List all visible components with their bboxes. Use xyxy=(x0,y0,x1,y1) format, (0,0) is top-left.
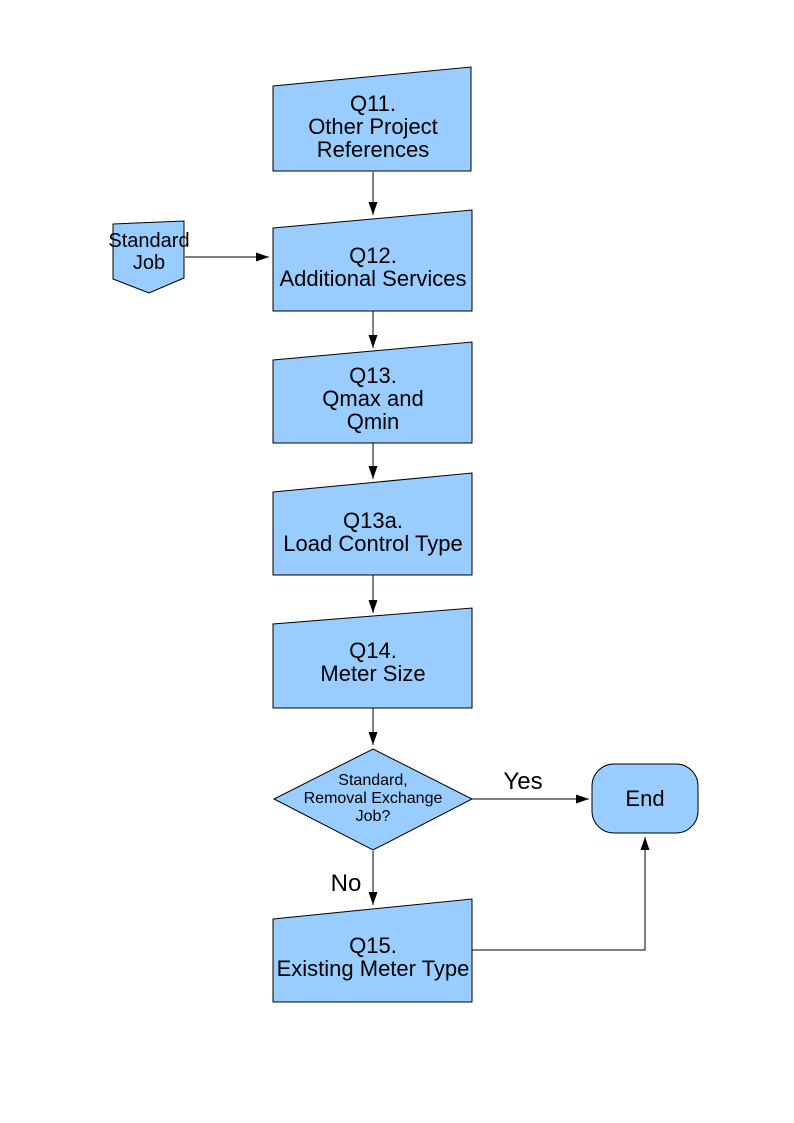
node-end-shape xyxy=(591,763,699,834)
node-q14-shape xyxy=(272,607,473,709)
node-standard-job-shape xyxy=(112,220,185,294)
node-q12-shape xyxy=(272,209,473,312)
node-q13a-shape xyxy=(272,472,473,576)
node-q11-shape xyxy=(272,66,472,172)
node-decision-shape xyxy=(272,748,474,851)
edge-q15-end xyxy=(472,837,650,951)
node-q13-shape xyxy=(272,341,473,444)
node-q15-shape xyxy=(272,898,473,1003)
